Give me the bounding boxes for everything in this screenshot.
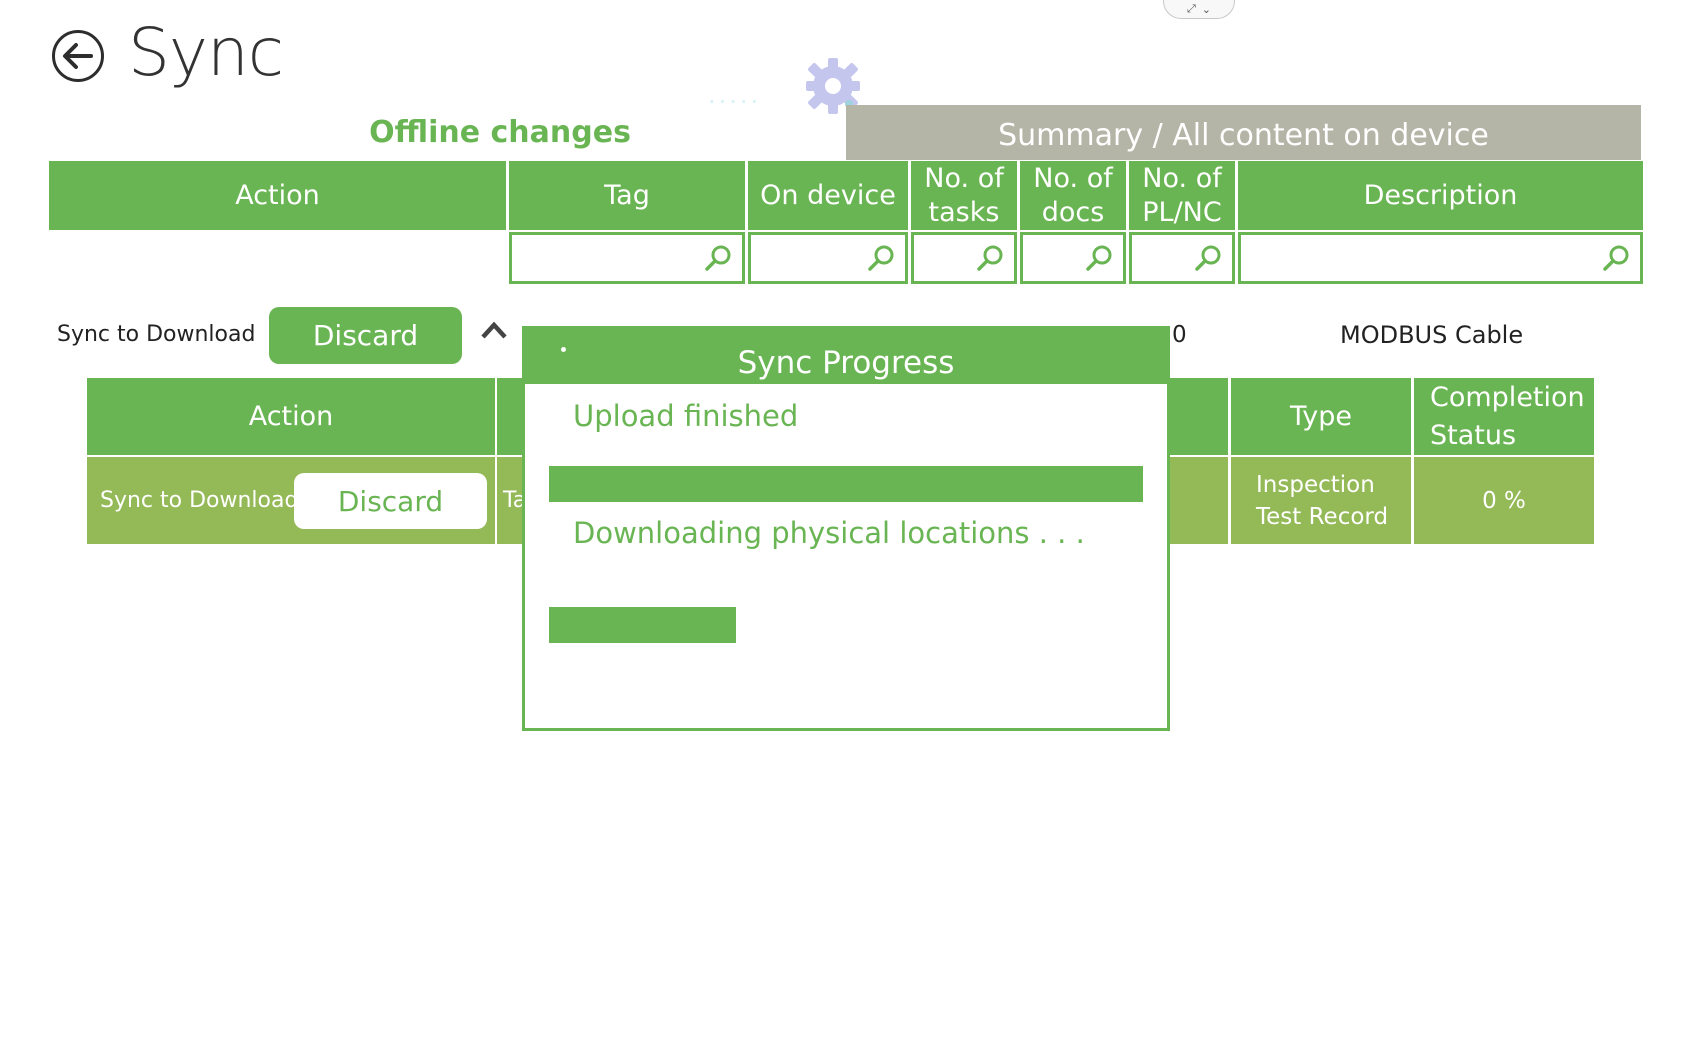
filter-docs-input[interactable]	[1020, 232, 1126, 284]
column-header-pl-nc[interactable]: No. of PL/NC	[1129, 161, 1235, 230]
download-status-text: Downloading physical locations . . .	[573, 516, 1085, 550]
sub-column-header-type[interactable]: Type	[1231, 378, 1411, 455]
group-action-label: Sync to Download	[57, 322, 256, 347]
window-grip[interactable]: ⤢ ⌄	[1163, 0, 1235, 19]
filter-tasks-input[interactable]	[911, 232, 1017, 284]
gear-icon	[806, 58, 860, 114]
sub-column-header-completion[interactable]: Completion Status	[1414, 378, 1594, 455]
filter-on-device-input[interactable]	[748, 232, 908, 284]
column-header-on-device[interactable]: On device	[748, 161, 908, 230]
upload-progress-bar	[549, 466, 1143, 502]
fullscreen-icon[interactable]: ⤢	[1186, 2, 1196, 15]
column-header-tag[interactable]: Tag	[509, 161, 745, 230]
column-header-tasks[interactable]: No. of tasks	[911, 161, 1017, 230]
row-tag-partial: Ta	[497, 457, 525, 544]
row-hidden-cell	[1168, 457, 1228, 544]
group-name: MODBUS Cable	[1340, 321, 1524, 349]
search-icon[interactable]	[1085, 244, 1113, 272]
filter-description-input[interactable]	[1238, 232, 1643, 284]
search-icon[interactable]	[1602, 244, 1630, 272]
download-progress-fill	[549, 607, 737, 643]
upload-progress-fill	[549, 466, 1143, 502]
sub-column-header-action[interactable]: Action	[87, 378, 495, 455]
search-icon[interactable]	[976, 244, 1004, 272]
sync-progress-dialog: Sync Progress Upload finished Downloadin…	[522, 326, 1170, 731]
row-completion: 0 %	[1414, 457, 1594, 544]
page-title: Sync	[128, 14, 284, 91]
back-button[interactable]	[52, 30, 104, 82]
filter-tag-input[interactable]	[509, 232, 745, 284]
filter-pl-nc-input[interactable]	[1129, 232, 1235, 284]
search-icon[interactable]	[867, 244, 895, 272]
row-discard-button[interactable]: Discard	[294, 473, 487, 529]
chevron-down-icon[interactable]: ⌄	[1201, 2, 1212, 16]
column-header-action[interactable]: Action	[49, 161, 506, 230]
row-type: Inspection Test Record	[1231, 457, 1411, 544]
dialog-title: Sync Progress	[525, 329, 1167, 384]
search-icon[interactable]	[704, 244, 732, 272]
search-icon[interactable]	[1194, 244, 1222, 272]
group-discard-button[interactable]: Discard	[269, 307, 462, 364]
tab-offline-changes[interactable]: Offline changes	[369, 115, 631, 150]
dialog-dot-icon	[561, 347, 566, 352]
group-count: 0	[1172, 322, 1187, 348]
column-header-docs[interactable]: No. of docs	[1020, 161, 1126, 230]
tab-summary[interactable]: Summary / All content on device	[846, 105, 1641, 160]
upload-status-text: Upload finished	[573, 399, 799, 433]
arrow-left-icon	[63, 43, 93, 69]
row-action-label: Sync to Download	[100, 488, 299, 513]
sub-column-header-tag[interactable]	[497, 378, 525, 455]
completion-header-label: Completion Status	[1430, 381, 1585, 451]
chevron-up-icon[interactable]	[480, 320, 508, 342]
sub-column-header-hidden[interactable]	[1168, 378, 1228, 455]
decorative-dots: ·····	[708, 88, 762, 116]
column-header-description[interactable]: Description	[1238, 161, 1643, 230]
download-progress-bar	[549, 607, 1143, 643]
row-type-text: Inspection Test Record	[1256, 471, 1389, 530]
